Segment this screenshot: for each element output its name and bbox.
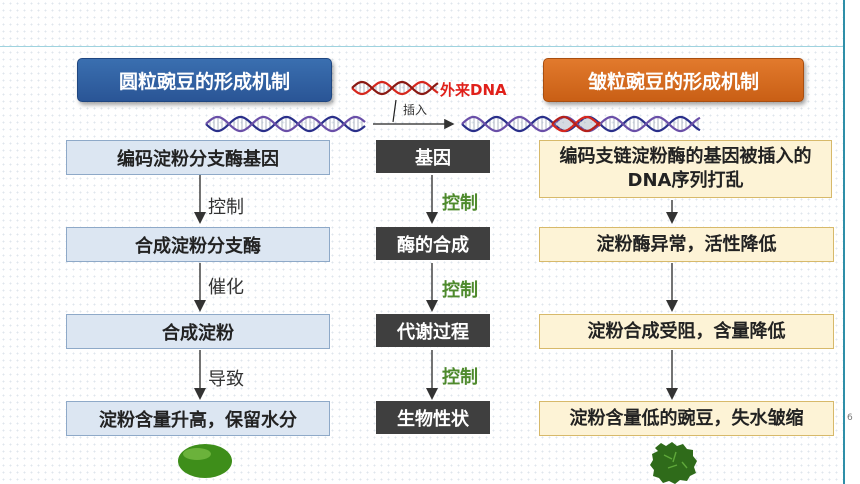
round-pea-mechanism-header: 圆粒豌豆的形成机制 [77, 58, 332, 102]
middle-box-trait: 生物性状 [376, 401, 490, 434]
middle-arrow-label-1: 控制 [442, 193, 478, 214]
right-box-starch-blocked: 淀粉合成受阻，含量降低 [539, 314, 834, 349]
right-dna-helix [461, 115, 701, 133]
left-box-starch: 合成淀粉 [66, 314, 330, 349]
left-box-gene: 编码淀粉分支酶基因 [66, 140, 330, 175]
left-arrow-label-control: 控制 [208, 197, 244, 218]
right-box-gene-disrupted: 编码支链淀粉酶的基因被插入的DNA序列打乱 [539, 140, 832, 198]
top-divider-line [0, 46, 860, 47]
right-box-enzyme-abnormal: 淀粉酶异常，活性降低 [539, 227, 834, 262]
middle-box-enzyme-synthesis: 酶的合成 [376, 227, 490, 260]
foreign-dna-label: 外来DNA [440, 81, 507, 99]
foreign-dna-helix [351, 80, 439, 96]
wrinkled-pea-image [650, 442, 697, 484]
right-margin-line [843, 0, 845, 484]
right-box-result: 淀粉含量低的豌豆，失水皱缩 [539, 401, 834, 436]
middle-box-gene: 基因 [376, 140, 490, 173]
insert-pointer-line [392, 99, 397, 123]
wrinkled-pea-mechanism-header: 皱粒豌豆的形成机制 [543, 58, 804, 102]
page-number: 6 [847, 413, 853, 423]
middle-arrow-label-2: 控制 [442, 280, 478, 301]
inserted-dna-segment [551, 115, 601, 133]
middle-box-metabolism: 代谢过程 [376, 314, 490, 347]
right-margin-bar [843, 0, 860, 484]
left-dna-helix [205, 115, 366, 133]
left-box-enzyme: 合成淀粉分支酶 [66, 227, 330, 262]
left-arrow-label-cause: 导致 [208, 369, 244, 390]
insert-label: 插入 [403, 103, 428, 117]
left-box-result: 淀粉含量升高，保留水分 [66, 401, 330, 436]
middle-arrow-label-3: 控制 [442, 367, 478, 388]
left-arrow-label-catalyze: 催化 [208, 277, 244, 298]
